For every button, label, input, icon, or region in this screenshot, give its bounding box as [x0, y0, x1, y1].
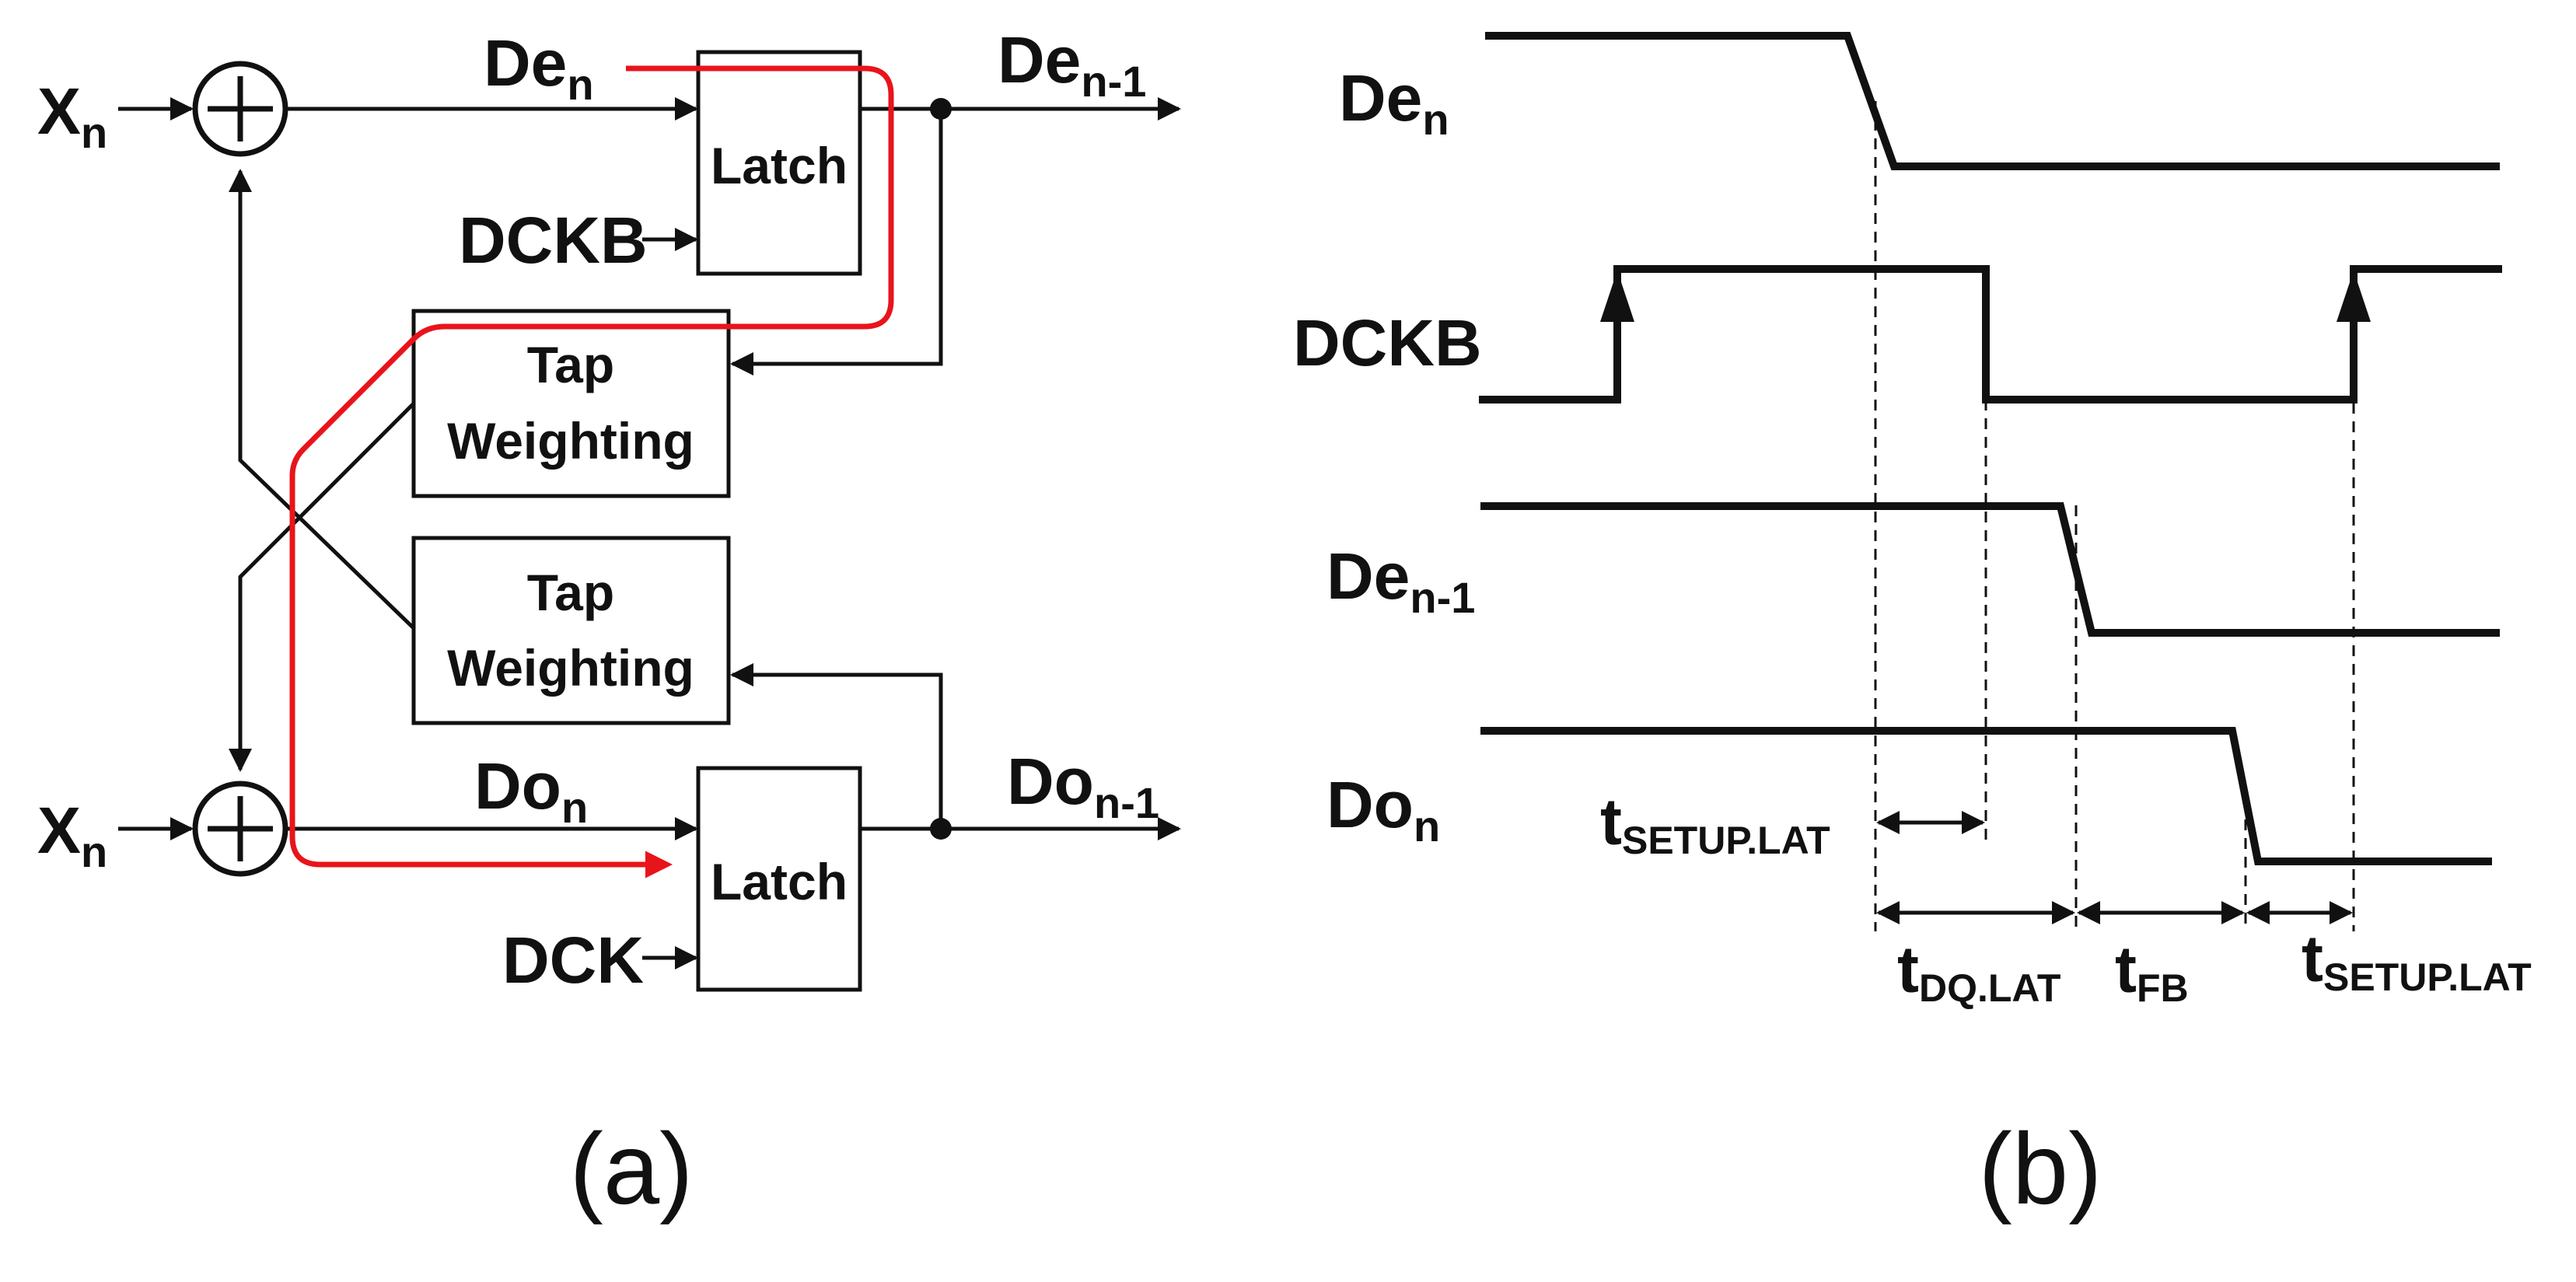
wave-don-label: Don: [1326, 768, 1440, 851]
wire-feedback-bottom: [730, 663, 943, 829]
latch-bottom-label: Latch: [711, 853, 848, 910]
den1-label: Den-1: [998, 23, 1146, 106]
dckb-label: DCKB: [459, 204, 648, 277]
don-label: Don: [474, 749, 588, 832]
tap-weighting-top-line1: Tap: [527, 336, 614, 393]
wave-den-label: Den: [1339, 61, 1449, 144]
summer-bottom: [192, 781, 288, 877]
caption-a: (a): [570, 1112, 694, 1225]
den-label: Den: [484, 26, 594, 109]
input-xn-bottom-label: Xn: [37, 794, 107, 876]
timing-dq-label: tDQ.LAT: [1897, 933, 2060, 1010]
wave-den1-label: Den-1: [1326, 540, 1475, 622]
timing-setup1-label: tSETUP.LAT: [1600, 785, 1830, 862]
dckb-rising-arrow-1: [1600, 271, 1634, 322]
critical-path: [289, 65, 894, 879]
wire-tap-top-to-summer-bottom: [229, 402, 415, 772]
tap-weighting-bottom-box: [411, 536, 731, 725]
tap-weighting-bottom-line2: Weighting: [447, 639, 694, 697]
panel-b: Den DCKB Den-1 Don tSETUP.LAT tDQ.LAT tF…: [1293, 32, 2532, 1225]
waveform-den: [1485, 32, 2500, 170]
latch-top-box: [696, 50, 862, 276]
don1-label: Don-1: [1007, 745, 1159, 827]
panel-a: Xn Xn Latch Latch DCKB DCK Den Don: [37, 23, 1181, 1225]
caption-b: (b): [1979, 1112, 2102, 1225]
waveform-don: [1480, 727, 2492, 865]
latch-top-label: Latch: [711, 137, 848, 194]
wire-feedback-top: [730, 109, 943, 376]
timing-fb-label: tFB: [2115, 933, 2189, 1010]
wire-tap-bottom-to-summer-top: [229, 169, 415, 630]
tap-weighting-bottom-line1: Tap: [527, 564, 614, 621]
tap-weighting-top-box: [411, 309, 731, 498]
tap-weighting-top-line2: Weighting: [447, 412, 694, 470]
latch-bottom-box: [696, 766, 862, 992]
timing-setup2-label: tSETUP.LAT: [2302, 922, 2532, 999]
waveform-den1: [1480, 502, 2500, 637]
summer-top: [192, 61, 288, 157]
dck-label: DCK: [502, 924, 644, 997]
wave-dckb-label: DCKB: [1293, 306, 1482, 379]
input-xn-top-label: Xn: [37, 75, 107, 157]
